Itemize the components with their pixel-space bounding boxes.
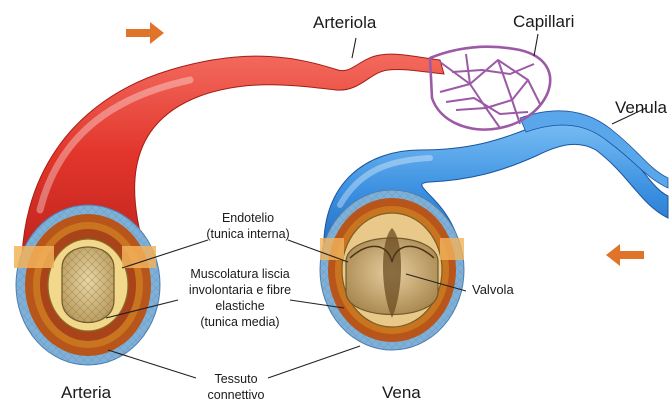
label-capillari: Capillari (513, 13, 574, 30)
label-tessuto: Tessuto connettivo (196, 371, 276, 403)
label-arteriola: Arteriola (313, 14, 376, 31)
label-valvola: Valvola (472, 283, 514, 296)
label-tessuto-line-2: connettivo (196, 387, 276, 403)
right-arrow-icon (126, 22, 164, 44)
label-muscolatura-line-2: involontaria e fibre (170, 282, 310, 298)
label-muscolatura-line-3: elastiche (170, 298, 310, 314)
label-endotelio: Endotelio (tunica interna) (200, 210, 296, 242)
label-venula: Venula (615, 99, 667, 116)
label-muscolatura-line-1: Muscolatura liscia (170, 266, 310, 282)
label-muscolatura: Muscolatura liscia involontaria e fibre … (170, 266, 310, 330)
label-endotelio-line-2: (tunica interna) (200, 226, 296, 242)
label-vena: Vena (382, 384, 421, 401)
left-arrow-icon (606, 244, 644, 266)
vein-cross-section (320, 190, 464, 350)
label-muscolatura-line-4: (tunica media) (170, 314, 310, 330)
label-tessuto-line-1: Tessuto (196, 371, 276, 387)
label-endotelio-line-1: Endotelio (200, 210, 296, 226)
label-arteria: Arteria (61, 384, 111, 401)
